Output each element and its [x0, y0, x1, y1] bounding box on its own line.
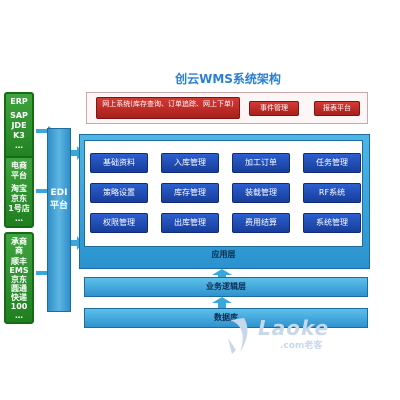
erp-line: …: [15, 141, 23, 150]
watermark-logo-icon: [228, 318, 248, 354]
carrier-line: 圆通: [11, 284, 27, 293]
event-management-box: 事件管理: [249, 101, 299, 116]
module-billing: 费用结算: [232, 213, 290, 233]
business-logic-layer: 业务逻辑层: [84, 277, 368, 297]
edi-label: EDI: [50, 188, 68, 198]
carrier-line: 顺丰: [11, 257, 27, 266]
carrier-line: EMS: [9, 266, 29, 275]
erp-line: K3: [13, 131, 25, 140]
module-task: 任务管理: [303, 153, 361, 173]
erp-line: JDE: [11, 121, 27, 130]
module-system-admin: 系统管理: [303, 213, 361, 233]
database-layer: 数据库: [84, 308, 368, 328]
module-basic-data: 基础资料: [90, 153, 148, 173]
ecommerce-line: 平台: [11, 171, 27, 180]
web-system-label: 网上系统(库存查询、订单追踪、网上下单): [102, 100, 234, 108]
business-db-arrow-icon: [212, 297, 232, 309]
edi-label: 平台: [49, 201, 68, 211]
module-outbound: 出库管理: [161, 213, 219, 233]
report-platform-box: 报表平台: [314, 101, 360, 116]
ecommerce-line: …: [15, 214, 23, 223]
ecommerce-line: 京东: [11, 194, 27, 203]
edi-platform: EDI 平台: [47, 128, 71, 312]
ecommerce-line: 电商: [11, 161, 27, 170]
carrier-block: 承商 商 顺丰 EMS 京东 圆通 快递 100 …: [4, 232, 34, 324]
carrier-line: 商: [15, 246, 23, 255]
ecommerce-block: 电商 平台 淘宝 京东 1号店 …: [4, 156, 34, 228]
module-inbound: 入库管理: [161, 153, 219, 173]
web-system-box: 网上系统(库存查询、订单追踪、网上下单): [96, 97, 240, 119]
report-platform-label: 报表平台: [323, 104, 351, 112]
carrier-line: 快递: [11, 293, 27, 302]
app-business-arrow-icon: [212, 269, 232, 281]
carrier-line: 京东: [11, 275, 27, 284]
watermark-text: Laoke: [258, 316, 330, 340]
module-permission: 权限管理: [90, 213, 148, 233]
watermark-subtext: .com老客: [280, 341, 323, 351]
module-rf-system: RF系统: [303, 183, 361, 203]
diagram-title: 创云WMS系统架构: [175, 72, 281, 86]
erp-block: ERP SAP JDE K3 …: [4, 92, 34, 166]
carrier-line: 100: [10, 302, 28, 311]
ecommerce-line: 淘宝: [11, 184, 27, 193]
application-layer-label: 应用层: [211, 250, 236, 259]
erp-line: ERP: [10, 97, 28, 106]
erp-line: SAP: [10, 111, 28, 120]
ecommerce-line: 1号店: [8, 204, 30, 213]
module-inventory: 库存管理: [161, 183, 219, 203]
carrier-line: …: [15, 311, 23, 320]
module-loading: 装载管理: [232, 183, 290, 203]
module-processing-order: 加工订单: [232, 153, 290, 173]
carrier-line: 承商: [11, 237, 27, 246]
module-strategy: 策略设置: [90, 183, 148, 203]
event-management-label: 事件管理: [260, 104, 288, 112]
